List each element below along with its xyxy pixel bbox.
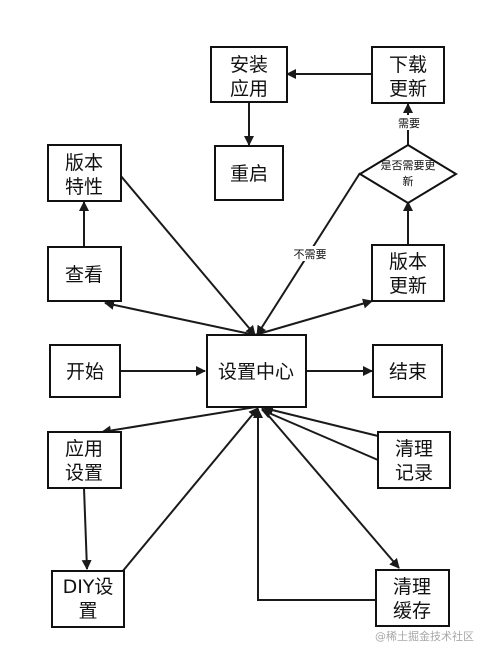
- restart-box: [214, 145, 284, 201]
- clear-records-label-line2: 记录: [395, 462, 433, 484]
- edge-label-no-update-needed: 不需要: [294, 248, 327, 261]
- install-app-box: [210, 46, 288, 103]
- version-features-box: [47, 144, 122, 202]
- node-settings-center: 设置中心: [206, 334, 307, 408]
- view-label: 查看: [65, 264, 103, 286]
- app-settings-label-line2: 设置: [65, 462, 103, 484]
- node-diy-settings: DIY设 置: [51, 570, 125, 628]
- node-app-settings: 应用 设置: [47, 431, 122, 489]
- need-update-label-line1: 是否需要更: [381, 159, 436, 172]
- restart-label: 重启: [230, 163, 268, 185]
- version-features-label-line2: 特性: [65, 176, 103, 198]
- node-view: 查看: [47, 246, 122, 302]
- clear-cache-label-line2: 缓存: [393, 600, 431, 622]
- edge-diy-settings-to-settings-center: [121, 407, 259, 573]
- diy-settings-box: [51, 570, 125, 628]
- clear-records-label-line1: 清理: [395, 438, 433, 460]
- node-install-app: 安装 应用: [210, 46, 288, 103]
- install-app-label-line1: 安装: [230, 54, 268, 76]
- edge-version-features-to-settings-center: [119, 174, 256, 336]
- version-update-box: [371, 244, 445, 302]
- download-update-label-line1: 下载: [389, 54, 427, 76]
- version-update-label-line2: 更新: [389, 275, 427, 297]
- edge-clear-cache-to-settings-center: [253, 408, 376, 601]
- edge-settings-center-to-view: [104, 299, 256, 336]
- node-version-update: 版本 更新: [371, 244, 445, 302]
- edge-clear-records-to-settings-center-upper: [263, 405, 379, 437]
- settings-center-box: [206, 334, 307, 408]
- node-restart: 重启: [214, 145, 284, 201]
- node-download-update: 下载 更新: [371, 46, 445, 104]
- start-label: 开始: [66, 361, 104, 383]
- download-update-label-line2: 更新: [389, 78, 427, 100]
- edge-label-needs-update: 需要: [398, 117, 420, 130]
- node-need-update-decision: 是否需要更 新: [358, 143, 458, 205]
- clear-records-box: [377, 431, 451, 489]
- app-settings-box: [47, 431, 122, 489]
- version-update-label-line1: 版本: [389, 251, 427, 273]
- edge-settings-center-to-app-settings: [101, 406, 257, 436]
- download-update-box: [371, 46, 445, 104]
- install-app-label-line2: 应用: [230, 78, 268, 100]
- clear-cache-box: [375, 569, 450, 627]
- version-features-label-line1: 版本: [65, 152, 103, 174]
- needs-update-label-bg: [395, 115, 423, 130]
- settings-center-label: 设置中心: [218, 361, 294, 383]
- end-box: [372, 344, 443, 398]
- node-end: 结束: [372, 344, 443, 398]
- start-box: [49, 344, 121, 398]
- edge-clear-records-to-settings-center-lower: [261, 408, 379, 461]
- node-clear-cache: 清理 缓存: [375, 569, 450, 627]
- clear-cache-label-line1: 清理: [393, 576, 431, 598]
- node-clear-records: 清理 记录: [377, 431, 451, 489]
- edge-app-settings-to-diy-settings: [81, 487, 92, 570]
- edge-settings-center-to-version-update: [254, 298, 373, 336]
- edge-settings-center-to-clear-cache: [261, 407, 400, 569]
- end-label: 结束: [389, 361, 427, 383]
- view-box: [47, 246, 122, 302]
- diy-settings-label-line1: DIY设: [63, 576, 114, 598]
- diy-settings-label-line2: 置: [78, 600, 97, 622]
- node-version-features: 版本 特性: [47, 144, 122, 202]
- no-update-label-bg: [288, 246, 332, 261]
- watermark-text: @稀土掘金技术社区: [375, 629, 474, 643]
- node-start: 开始: [49, 344, 121, 398]
- need-update-label-line2: 新: [403, 174, 414, 188]
- need-update-diamond: [358, 143, 458, 205]
- app-settings-label-line1: 应用: [65, 438, 103, 460]
